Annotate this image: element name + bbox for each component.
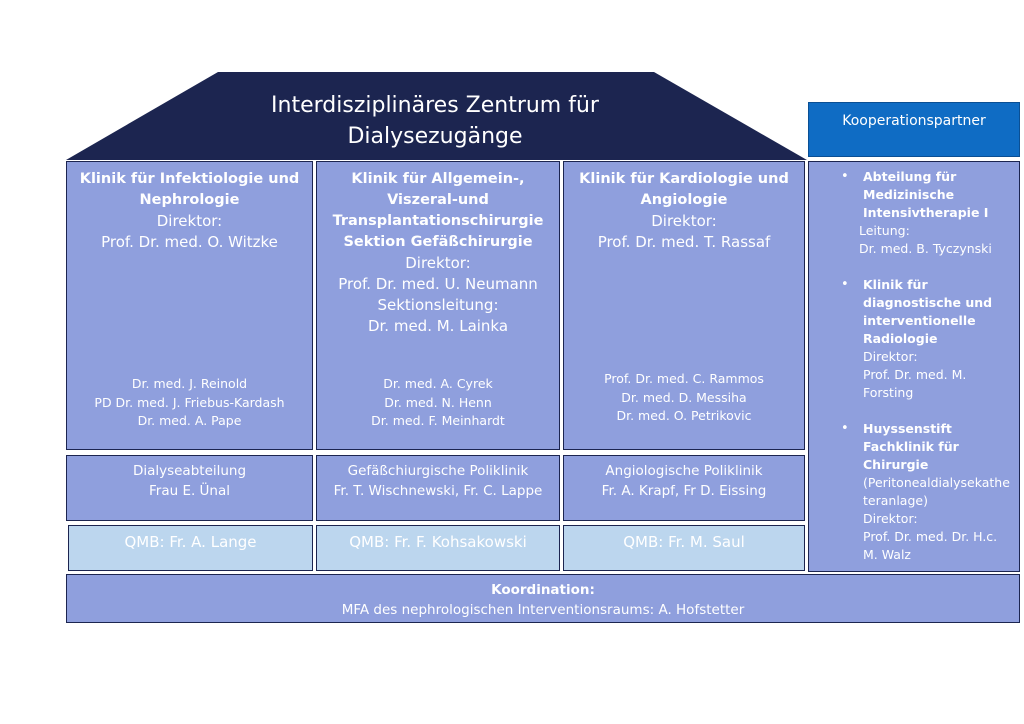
partner-name-line: Huyssenstift: [863, 421, 952, 436]
clinic-name-line: Klinik für Kardiologie und: [579, 171, 789, 187]
partner-item: • Klinik für diagnostische und intervent…: [819, 276, 1013, 402]
director-name: Prof. Dr. med. O. Witzke: [101, 233, 278, 251]
center-title-line: Dialysezugänge: [347, 124, 523, 149]
partner-detail: Leitung:: [859, 223, 910, 238]
partner-name-line: diagnostische und: [863, 295, 993, 310]
roof-shape: [66, 72, 807, 160]
partner-name-line: Medizinische: [863, 187, 955, 202]
bullet-icon: •: [841, 421, 849, 436]
dept-contact: Fr. A. Krapf, Fr D. Eissing: [601, 483, 767, 499]
center-title-line: Interdisziplinäres Zentrum für: [271, 93, 599, 118]
staff-member: Dr. med. O. Petrikovic: [616, 408, 752, 423]
clinic-staff: Prof. Dr. med. C. Rammos Dr. med. D. Mes…: [564, 370, 804, 426]
partners-header-label: Kooperationspartner: [842, 113, 986, 129]
clinic-name-line: Transplantationschirurgie: [332, 213, 544, 229]
partner-name: Klinik für diagnostische und interventio…: [863, 276, 1013, 348]
partner-detail: Prof. Dr. med. M.: [863, 367, 967, 382]
bullet-icon: •: [841, 169, 849, 184]
director-label: Direktor:: [651, 212, 717, 230]
clinic-name-line: Angiologie: [640, 192, 728, 208]
dept-contact: Fr. T. Wischnewski, Fr. C. Lappe: [333, 483, 543, 499]
partner-name-line: Radiologie: [863, 331, 938, 346]
partner-name-line: Abteilung für: [863, 169, 957, 184]
dept-name: Angiologische Poliklinik: [605, 463, 763, 479]
partner-detail: Forsting: [863, 385, 914, 400]
center-title: Interdisziplinäres Zentrum für Dialysezu…: [200, 90, 670, 152]
director-label: Direktor:: [156, 212, 223, 230]
qmb-box: QMB: Fr. A. Lange: [68, 525, 313, 571]
clinic-name: Klinik für Kardiologie und Angiologie: [564, 169, 804, 211]
clinic-name-line: Sektion Gefäßchirurgie: [343, 234, 533, 250]
clinic-name: Klinik für Allgemein-, Viszeral-und Tran…: [317, 169, 559, 253]
partner-detail: Direktor:: [863, 511, 918, 526]
clinic-chirurgie: Klinik für Allgemein-, Viszeral-und Tran…: [316, 161, 560, 450]
dept-dialyse: Dialyseabteilung Frau E. Ünal: [66, 455, 313, 521]
partner-name-line: Intensivtherapie I: [863, 205, 989, 220]
clinic-director: Direktor: Prof. Dr. med. T. Rassaf: [564, 211, 804, 253]
partner-name-line: Chirurgie: [863, 457, 929, 472]
bullet-icon: •: [841, 277, 849, 292]
partner-item: • Huyssenstift Fachklinik für Chirurgie …: [819, 420, 1013, 564]
staff-member: Prof. Dr. med. C. Rammos: [604, 371, 764, 386]
director-label: Direktor:: [405, 254, 471, 272]
dept-angiologie-poliklinik: Angiologische Poliklinik Fr. A. Krapf, F…: [563, 455, 805, 521]
staff-member: Dr. med. A. Pape: [137, 413, 242, 428]
partner-name-line: interventionelle: [863, 313, 976, 328]
staff-member: Dr. med. D. Messiha: [621, 389, 747, 405]
clinic-kardiologie: Klinik für Kardiologie und Angiologie Di…: [563, 161, 805, 450]
coordination-bar: Koordination: MFA des nephrologischen In…: [66, 574, 1020, 623]
staff-member: Dr. med. A. Cyrek: [383, 376, 493, 391]
partner-detail: (Peritonealdialysekathe: [863, 475, 1010, 490]
partners-list: • Abteilung für Medizinische Intensivthe…: [808, 161, 1020, 572]
clinic-staff: Dr. med. A. Cyrek Dr. med. N. Henn Dr. m…: [317, 375, 559, 431]
partner-detail: teranlage): [863, 493, 928, 508]
director-name: Prof. Dr. med. U. Neumann: [338, 275, 538, 293]
clinic-name-line: Viszeral-und: [387, 192, 489, 208]
partner-name-line: Klinik für: [863, 277, 928, 292]
section-lead-name: Dr. med. M. Lainka: [367, 317, 509, 335]
qmb-box: QMB: Fr. F. Kohsakowski: [316, 525, 560, 571]
clinic-infektiologie: Klinik für Infektiologie und Nephrologie…: [66, 161, 313, 450]
coordination-text: MFA des nephrologischen Interventionsrau…: [341, 602, 745, 618]
clinic-name: Klinik für Infektiologie und Nephrologie: [67, 169, 312, 211]
clinic-director: Direktor: Prof. Dr. med. O. Witzke: [67, 211, 312, 253]
director-name: Prof. Dr. med. T. Rassaf: [597, 233, 771, 251]
qmb-label: QMB: Fr. F. Kohsakowski: [349, 533, 527, 551]
dept-name: Gefäßchiurgische Poliklinik: [347, 463, 529, 479]
qmb-box: QMB: Fr. M. Saul: [563, 525, 805, 571]
staff-member: Dr. med. F. Meinhardt: [371, 413, 505, 428]
clinic-name-line: Nephrologie: [139, 192, 240, 208]
section-lead-label: Sektionsleitung:: [377, 296, 499, 314]
partner-detail: M. Walz: [863, 547, 911, 562]
dept-contact: Frau E. Ünal: [148, 483, 231, 499]
partner-name: Huyssenstift Fachklinik für Chirurgie: [863, 420, 1013, 474]
staff-member: Dr. med. N. Henn: [384, 394, 492, 410]
clinic-staff: Dr. med. J. Reinold PD Dr. med. J. Frieb…: [67, 375, 312, 431]
staff-member: Dr. med. J. Reinold: [131, 376, 248, 391]
clinic-name-line: Klinik für Allgemein-,: [351, 171, 525, 187]
partner-name-line: Fachklinik für: [863, 439, 959, 454]
partner-detail: Direktor:: [863, 349, 918, 364]
partner-name: Abteilung für Medizinische Intensivthera…: [863, 168, 1013, 222]
partners-header: Kooperationspartner: [808, 102, 1020, 157]
dept-name: Dialyseabteilung: [132, 463, 247, 479]
qmb-label: QMB: Fr. A. Lange: [124, 533, 257, 551]
dept-gefaess-poliklinik: Gefäßchiurgische Poliklinik Fr. T. Wisch…: [316, 455, 560, 521]
clinic-director: Direktor: Prof. Dr. med. U. Neumann Sekt…: [317, 253, 559, 337]
clinic-name-line: Klinik für Infektiologie und: [79, 171, 300, 187]
partner-item: • Abteilung für Medizinische Intensivthe…: [819, 168, 1013, 258]
staff-member: PD Dr. med. J. Friebus-Kardash: [94, 394, 285, 410]
partner-detail: Prof. Dr. med. Dr. H.c.: [863, 529, 998, 544]
partner-detail: Dr. med. B. Tyczynski: [859, 241, 992, 256]
coordination-heading: Koordination:: [491, 582, 595, 598]
qmb-label: QMB: Fr. M. Saul: [623, 533, 745, 551]
